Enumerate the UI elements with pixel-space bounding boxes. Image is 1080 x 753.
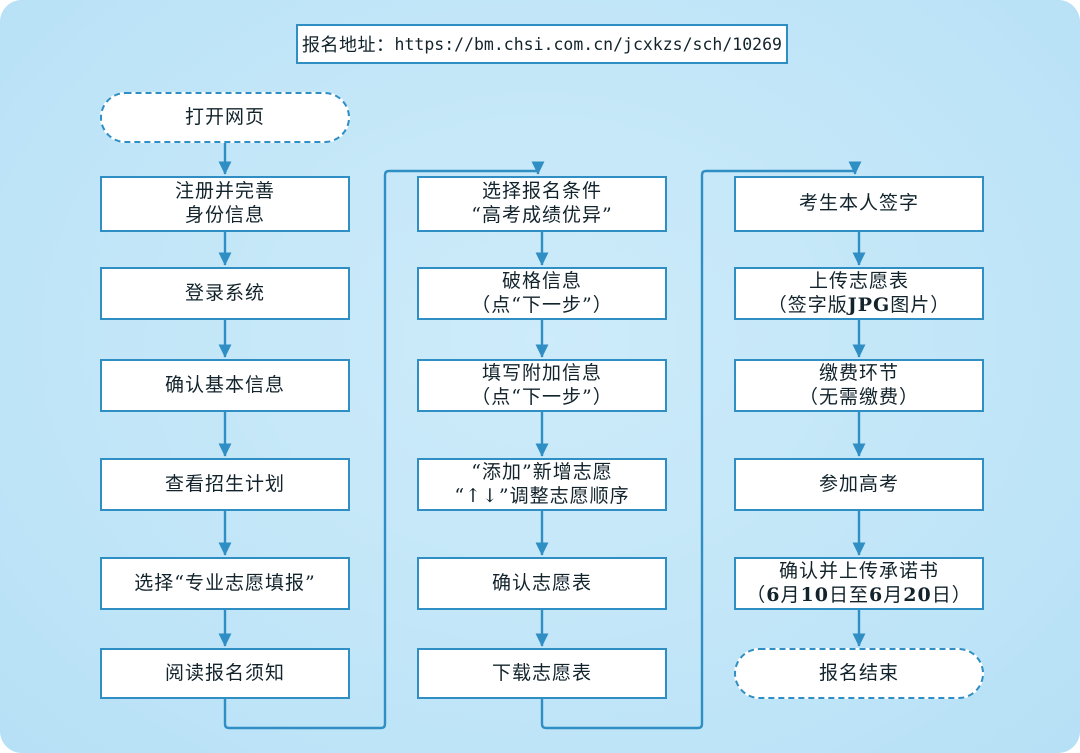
node-download-wish-form[interactable]: 下载志愿表 xyxy=(417,648,667,699)
node-label: 考生本人签字 xyxy=(798,192,919,215)
node-sublabel: （6月10日至6月20日） xyxy=(746,583,972,606)
node-sublabel: （点“下一步”） xyxy=(471,385,613,408)
connector-col2-to-col3 xyxy=(540,169,855,730)
node-label: 打开网页 xyxy=(184,105,265,128)
node-registration-end[interactable]: 报名结束 xyxy=(734,648,984,699)
node-label: 缴费环节 xyxy=(818,361,899,384)
node-upload-commitment[interactable]: 确认并上传承诺书 （6月10日至6月20日） xyxy=(734,557,984,610)
url-banner-label: 报名地址： xyxy=(302,35,395,56)
node-label: 参加高考 xyxy=(818,472,899,495)
node-register-identity[interactable]: 注册并完善 身份信息 xyxy=(100,176,350,232)
node-extra-info[interactable]: 填写附加信息 （点“下一步”） xyxy=(417,359,667,412)
node-label: 注册并完善 xyxy=(174,180,275,203)
node-label: 登录系统 xyxy=(184,281,265,304)
node-add-adjust-wishes[interactable]: “添加”新增志愿 “↑↓”调整志愿顺序 xyxy=(417,458,667,511)
node-view-enroll-plan[interactable]: 查看招生计划 xyxy=(100,458,350,511)
node-open-webpage[interactable]: 打开网页 xyxy=(100,92,350,143)
node-payment-step[interactable]: 缴费环节 （无需缴费） xyxy=(734,359,984,412)
node-label: 选择报名条件 xyxy=(481,180,602,203)
node-sublabel: （签字版JPG图片） xyxy=(767,293,951,316)
node-attend-gaokao[interactable]: 参加高考 xyxy=(734,458,984,511)
node-label: 下载志愿表 xyxy=(491,661,592,684)
node-upload-wish-form[interactable]: 上传志愿表 （签字版JPG图片） xyxy=(734,267,984,320)
node-label: 填写附加信息 xyxy=(481,361,602,384)
node-exception-info[interactable]: 破格信息 （点“下一步”） xyxy=(417,267,667,320)
node-sublabel: “↑↓”调整志愿顺序 xyxy=(454,484,630,507)
node-label: 阅读报名须知 xyxy=(164,661,285,684)
node-label: 破格信息 xyxy=(501,269,582,292)
node-label: 确认基本信息 xyxy=(164,373,285,396)
node-select-condition[interactable]: 选择报名条件 “高考成绩优异” xyxy=(417,176,667,232)
node-candidate-sign[interactable]: 考生本人签字 xyxy=(734,176,984,232)
node-login-system[interactable]: 登录系统 xyxy=(100,267,350,320)
node-label: 查看招生计划 xyxy=(164,472,285,495)
node-read-notice[interactable]: 阅读报名须知 xyxy=(100,648,350,699)
node-sublabel: （点“下一步”） xyxy=(471,293,613,316)
node-label: 报名结束 xyxy=(818,661,899,684)
node-label: 确认志愿表 xyxy=(491,571,592,594)
registration-url-banner: 报名地址：https://bm.chsi.com.cn/jcxkzs/sch/1… xyxy=(296,24,788,64)
node-sublabel: “高考成绩优异” xyxy=(471,204,613,226)
node-label: 上传志愿表 xyxy=(808,269,909,292)
node-confirm-wish-form[interactable]: 确认志愿表 xyxy=(417,557,667,610)
url-banner-value: https://bm.chsi.com.cn/jcxkzs/sch/10269 xyxy=(394,34,782,54)
node-label: 选择“专业志愿填报” xyxy=(134,571,316,594)
node-label: 确认并上传承诺书 xyxy=(778,559,939,582)
node-label: “添加”新增志愿 xyxy=(471,460,613,483)
node-confirm-basic-info[interactable]: 确认基本信息 xyxy=(100,359,350,412)
node-sublabel: 身份信息 xyxy=(184,204,265,226)
connector-col1-to-col2 xyxy=(223,169,538,730)
node-select-major-fill[interactable]: 选择“专业志愿填报” xyxy=(100,557,350,610)
node-sublabel: （无需缴费） xyxy=(798,385,919,408)
